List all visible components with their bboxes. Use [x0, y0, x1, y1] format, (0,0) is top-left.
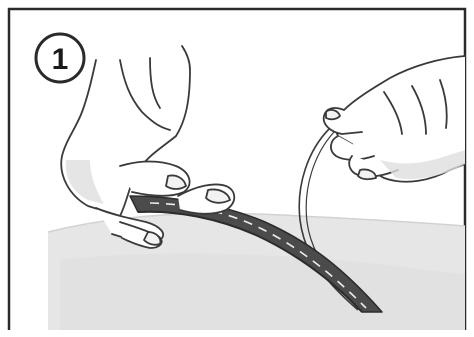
- step-number-badge: 1: [36, 34, 84, 82]
- right-thumb-nail: [326, 110, 340, 119]
- step-number: 1: [52, 43, 69, 76]
